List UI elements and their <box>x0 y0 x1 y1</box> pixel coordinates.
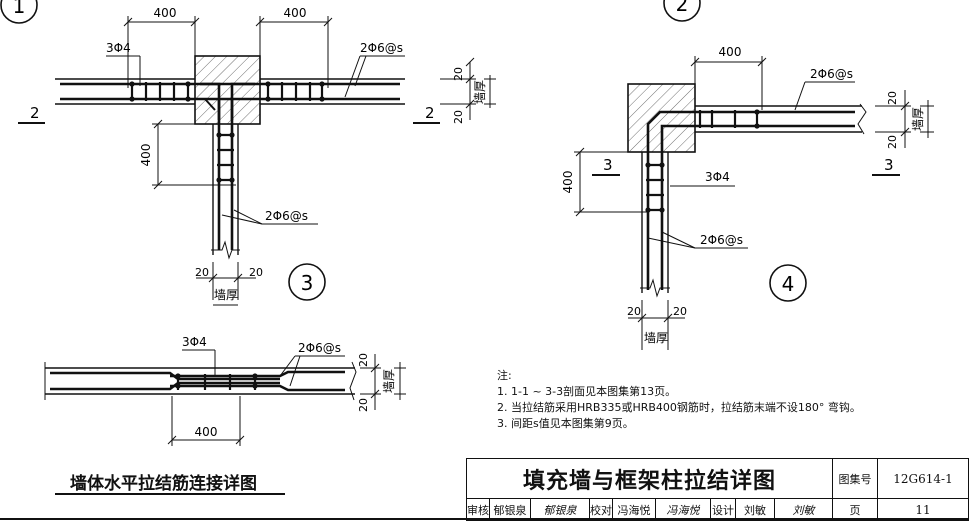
detail-4-marker <box>769 264 807 302</box>
dim-20: 20 <box>886 91 899 105</box>
checker-name: 冯海悦 <box>612 498 656 521</box>
rebar-label: 2Φ6@s <box>265 209 308 223</box>
dim-400: 400 <box>139 144 153 167</box>
section-mark-2: 2 <box>30 104 40 122</box>
dim-20: 20 <box>357 398 370 412</box>
title-block: 填充墙与框架柱拉结详图 图集号 12G614-1 审核 郁银泉 郁银泉 校对 冯… <box>466 458 969 521</box>
detail-1-number: 1 <box>13 0 26 18</box>
dim-20: 20 <box>627 305 641 318</box>
checker-signature: 冯海悦 <box>655 498 711 521</box>
tie-bar-label: 3Φ4 <box>705 170 730 184</box>
dim-20: 20 <box>673 305 687 318</box>
dim-20: 20 <box>195 266 209 279</box>
detail-2: 2 400 2Φ6@s 20 <box>561 0 934 350</box>
detail-1-marker <box>0 0 38 24</box>
section-mark-2: 2 <box>425 104 435 122</box>
dim-400: 400 <box>154 6 177 20</box>
notes-heading: 注: <box>497 369 512 382</box>
dim-20: 20 <box>357 353 370 367</box>
rebar-label: 2Φ6@s <box>810 67 853 81</box>
wall-thickness-label: 墙厚 <box>382 369 396 393</box>
rebar-label: 2Φ6@s <box>360 41 403 55</box>
wall-thickness-label: 墙厚 <box>911 107 925 131</box>
detail-title: 墙体水平拉结筋连接详图 <box>70 474 257 494</box>
wall-thickness-label: 墙厚 <box>473 80 487 104</box>
designer-name: 刘敏 <box>735 498 775 521</box>
detail-1: 1 <box>0 0 496 306</box>
dim-400: 400 <box>284 6 307 20</box>
dim-400: 400 <box>719 45 742 59</box>
dim-20: 20 <box>452 67 465 81</box>
drawing-title: 填充墙与框架柱拉结详图 <box>466 458 833 499</box>
note-item: 3. 间距s值见本图集第9页。 <box>497 417 634 430</box>
dim-20: 20 <box>249 266 263 279</box>
check-label: 校对 <box>589 498 613 521</box>
tie-bar-label: 3Φ4 <box>106 41 131 55</box>
dim-400: 400 <box>195 425 218 439</box>
dim-20: 20 <box>452 110 465 124</box>
dim-20: 20 <box>886 135 899 149</box>
detail-2-number: 2 <box>676 0 689 16</box>
detail-4-number: 4 <box>782 272 795 296</box>
notes: 注: 1. 1-1 ~ 3-3剖面见本图集第13页。 2. 当拉结筋采用HRB3… <box>497 368 861 432</box>
page-number: 11 <box>877 498 969 521</box>
detail-3-number: 3 <box>301 271 314 295</box>
concrete-column <box>194 55 261 125</box>
detail-3-marker <box>288 263 326 301</box>
detail-2-marker <box>663 0 701 22</box>
tie-bar-label: 3Φ4 <box>182 335 207 349</box>
page-label: 页 <box>832 498 878 521</box>
section-mark-3: 3 <box>603 156 613 174</box>
wall-thickness-label: 墙厚 <box>214 288 238 302</box>
designer-signature: 刘敏 <box>774 498 833 521</box>
dim-400: 400 <box>561 171 575 194</box>
reviewer-name: 郁银泉 <box>489 498 531 521</box>
title-underline <box>55 493 285 495</box>
reviewer-signature: 郁银泉 <box>530 498 590 521</box>
atlas-number: 12G614-1 <box>877 458 969 499</box>
review-label: 审核 <box>466 498 490 521</box>
note-item: 2. 当拉结筋采用HRB335或HRB400钢筋时，拉结筋末端不设180° 弯钩… <box>497 401 861 414</box>
rebar-label: 2Φ6@s <box>298 341 341 355</box>
rebar-label: 2Φ6@s <box>700 233 743 247</box>
wall-thickness-label: 墙厚 <box>644 331 668 345</box>
note-item: 1. 1-1 ~ 3-3剖面见本图集第13页。 <box>497 385 677 398</box>
splice-detail: 3Φ4 2Φ6@s 400 20 20 墙厚 <box>44 335 406 446</box>
section-mark-3: 3 <box>884 156 894 174</box>
design-label: 设计 <box>710 498 736 521</box>
atlas-label: 图集号 <box>832 458 878 499</box>
